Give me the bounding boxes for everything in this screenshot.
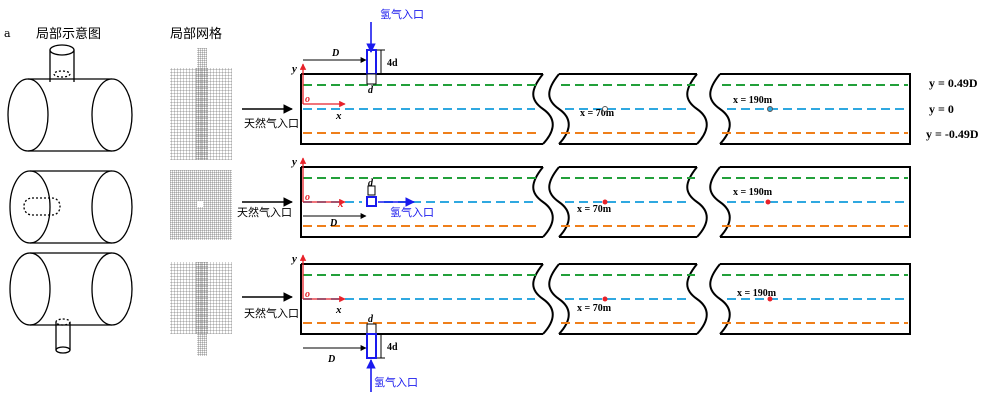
y-axis-label: y: [290, 253, 297, 265]
dim-D: D: [331, 48, 339, 59]
natural-gas-inlet-top: 天然气入口: [242, 104, 299, 130]
origin-label: o: [305, 94, 310, 105]
probe-lines: [303, 274, 908, 324]
dim-4d: 4d: [387, 342, 398, 353]
hydrogen-label: 氢气入口: [374, 375, 418, 389]
schematic-middle: [9, 170, 133, 244]
line-label-top: y = 0.49D: [929, 76, 978, 90]
hydrogen-inlet-pipe: [366, 333, 377, 359]
probe-x190-label: x = 190m: [737, 288, 777, 299]
hydrogen-inlet-center: [366, 196, 377, 207]
probe-lines: [303, 84, 908, 134]
probe-x70-label: x = 70m: [580, 108, 615, 119]
pipe-panel-middle: y o x d 氢气入口 D x = 70m x = 190m: [290, 156, 911, 238]
natural-gas-label: 天然气入口: [237, 205, 292, 219]
dim-D: D: [327, 354, 335, 365]
x-axis-label: x: [335, 110, 342, 122]
x-axis-label: x: [335, 304, 342, 316]
natural-gas-label: 天然气入口: [244, 306, 299, 320]
probe-x190-label: x = 190m: [733, 187, 773, 198]
mesh-middle: [170, 170, 232, 240]
dim-D: D: [329, 218, 337, 229]
hydrogen-label: 氢气入口: [390, 205, 434, 219]
header-local-schematic: 局部示意图: [36, 26, 101, 42]
origin-label: o: [305, 192, 310, 203]
schematic-bottom: [9, 252, 133, 354]
hydrogen-label: 氢气入口: [380, 7, 424, 21]
probe-x190-point: [767, 296, 773, 302]
figure-label: a: [4, 27, 11, 40]
origin-label: o: [305, 289, 310, 300]
dim-d: d: [368, 178, 374, 189]
hydrogen-inlet-pipe: [366, 49, 377, 75]
header-local-mesh: 局部网格: [170, 26, 222, 42]
dim-d: d: [368, 85, 374, 96]
dim-4d: 4d: [387, 58, 398, 69]
mesh-top: [170, 48, 232, 160]
pipe-panel-bottom: y o x d 氢气入口 D 4d x = 70m x = 190m: [290, 253, 911, 392]
probe-x70-label: x = 70m: [577, 303, 612, 314]
x-axis-label: x: [337, 198, 344, 210]
natural-gas-label: 天然气入口: [244, 116, 299, 130]
natural-gas-inlet-bottom: 天然气入口: [242, 292, 299, 320]
pipe-panel-top: y o x 氢气入口 D 4d d x = 70m x = 190m: [290, 7, 911, 145]
probe-x190-label: x = 190m: [733, 95, 773, 106]
probe-x70-point: [602, 106, 608, 112]
line-label-bot: y = -0.49D: [926, 127, 979, 141]
y-axis-label: y: [290, 63, 297, 75]
dim-d: d: [368, 314, 374, 325]
probe-x190-point: [767, 106, 773, 112]
probe-x70-label: x = 70m: [577, 204, 612, 215]
schematic-top: [7, 44, 133, 152]
probe-x70-point: [602, 199, 608, 205]
probe-x190-point: [765, 199, 771, 205]
probe-x70-point: [602, 296, 608, 302]
line-label-mid: y = 0: [929, 102, 954, 116]
mesh-bottom: [170, 262, 232, 356]
y-axis-label: y: [290, 156, 297, 168]
natural-gas-inlet-middle: 天然气入口: [237, 197, 293, 219]
